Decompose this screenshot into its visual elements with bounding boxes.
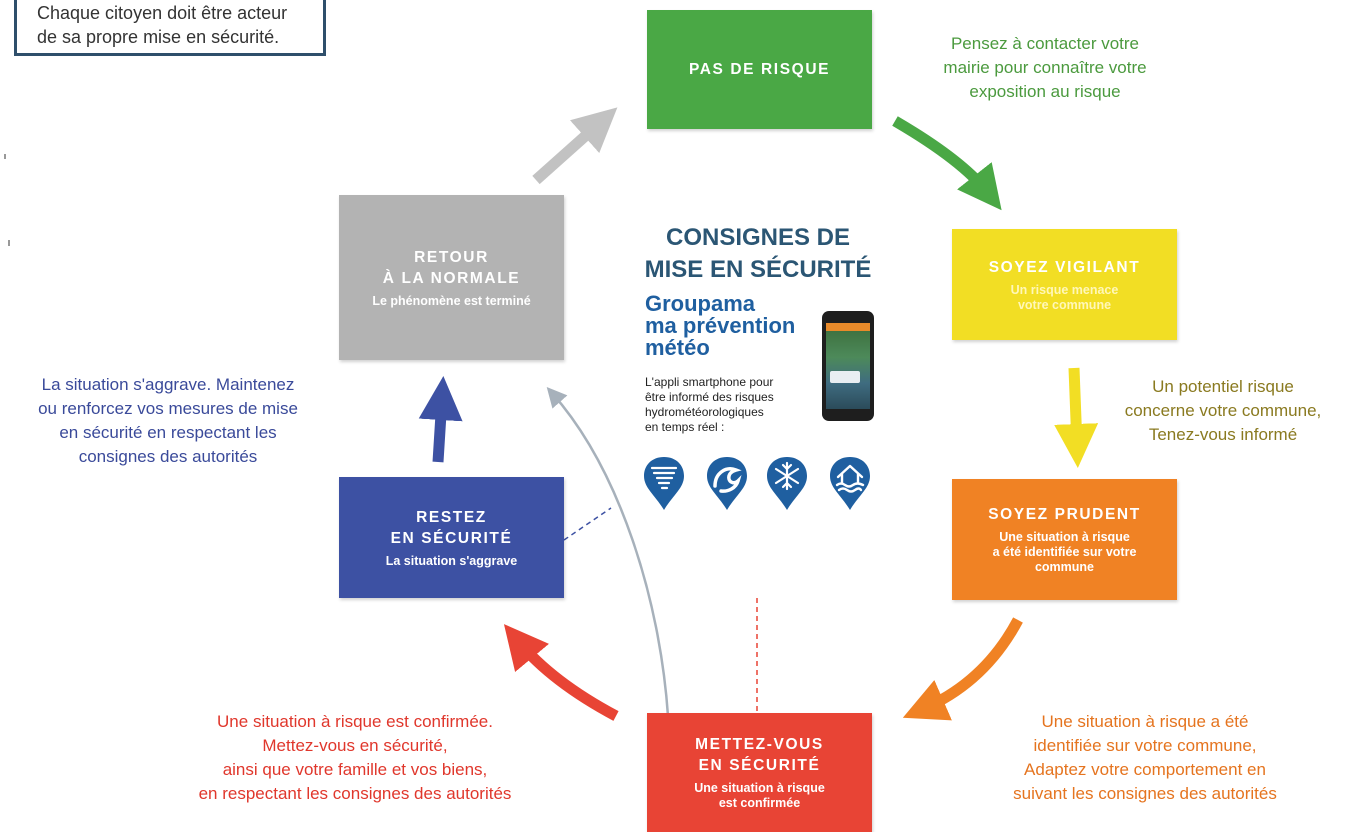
wave-icon	[707, 457, 747, 510]
step-title: RESTEZ EN SÉCURITÉ	[391, 507, 513, 549]
arrow-blue-to-grey	[418, 376, 463, 463]
note-line: en sécurité en respectant les	[59, 423, 277, 442]
note-line: ou renforcez vos mesures de mise	[38, 399, 298, 418]
step-subtitle-line: est confirmée	[718, 796, 801, 810]
step-title-line: À LA NORMALE	[382, 269, 521, 287]
step-subtitle-line: commune	[1034, 560, 1095, 574]
intro-line: de sa propre mise en sécurité.	[37, 27, 280, 47]
step-title-line: RESTEZ	[416, 508, 487, 526]
note-line: mairie pour connaître votre	[943, 58, 1147, 77]
center-title-line: MISE EN SÉCURITÉ	[644, 256, 872, 283]
note-line: Tenez-vous informé	[1148, 425, 1298, 444]
smartphone-app-bar	[826, 323, 870, 331]
app-name-line: Groupama	[645, 291, 756, 316]
snowflake-icon	[767, 457, 807, 510]
app-description-line: en temps réel :	[645, 420, 725, 434]
step-title: METTEZ-VOUS EN SÉCURITÉ	[695, 734, 824, 776]
step-subtitle: Un risque menace votre commune	[1011, 283, 1119, 313]
note-line: Une situation à risque est confirmée.	[217, 712, 493, 731]
app-name: Groupama ma prévention météo	[645, 293, 815, 359]
step-subtitle: Le phénomène est terminé	[372, 293, 531, 308]
note-blue: La situation s'aggrave. Maintenez ou ren…	[0, 373, 336, 469]
step-title: RETOUR À LA NORMALE	[383, 247, 520, 289]
step-title-line: EN SÉCURITÉ	[698, 757, 821, 774]
note-red: Une situation à risque est confirmée. Me…	[125, 710, 585, 806]
tornado-icon	[644, 457, 684, 510]
app-name-line: météo	[645, 335, 710, 360]
intro-line: Chaque citoyen doit être acteur	[37, 3, 288, 23]
note-line: Mettez-vous en sécurité,	[262, 736, 448, 755]
step-subtitle: La situation s'aggrave	[385, 553, 518, 568]
step-subtitle-line: Une situation à risque	[999, 530, 1130, 544]
app-description-line: L'appli smartphone pour	[645, 375, 774, 389]
arrow-red-to-blue	[503, 624, 619, 721]
app-name-line: ma prévention	[645, 313, 796, 338]
step-title-line: METTEZ-VOUS	[695, 736, 824, 753]
note-line: exposition au risque	[969, 82, 1121, 101]
step-subtitle: Une situation à risque est confirmée	[694, 781, 825, 811]
smartphone-card	[830, 371, 860, 383]
step-subtitle: Une situation à risque a été identifiée …	[993, 530, 1137, 575]
arrow-yellow-to-orange	[1054, 367, 1099, 468]
step-title-line: EN SÉCURITÉ	[390, 529, 513, 547]
note-line: ainsi que votre famille et vos biens,	[222, 760, 488, 779]
step-subtitle-line: Une situation à risque	[694, 781, 825, 795]
intro-box: Chaque citoyen doit être acteur de sa pr…	[14, 0, 326, 56]
note-yellow: Un potentiel risque concerne votre commu…	[1088, 375, 1358, 447]
note-line: Une situation à risque a été	[1041, 712, 1249, 731]
note-line: Adaptez votre comportement en	[1024, 760, 1266, 779]
step-title: SOYEZ VIGILANT	[988, 258, 1141, 276]
note-orange: Une situation à risque a été identifiée …	[960, 710, 1330, 806]
arrow-orange-to-red	[902, 617, 1023, 721]
smartphone-image	[822, 311, 874, 421]
step-subtitle-line: a été identifiée sur votre	[992, 545, 1137, 559]
step-soyez-prudent: SOYEZ PRUDENT Une situation à risque a é…	[952, 479, 1177, 600]
app-description-line: hydrométéorologiques	[645, 405, 764, 419]
step-soyez-vigilant: SOYEZ VIGILANT Un risque menace votre co…	[952, 229, 1177, 340]
app-description: L'appli smartphone pour être informé des…	[645, 375, 815, 435]
step-subtitle-line: votre commune	[1017, 297, 1112, 312]
center-title-line: CONSIGNES DE	[665, 224, 851, 251]
step-mettez-vous-en-securite: METTEZ-VOUS EN SÉCURITÉ Une situation à …	[647, 713, 872, 832]
note-line: Un potentiel risque	[1152, 377, 1294, 396]
step-retour-a-la-normale: RETOUR À LA NORMALE Le phénomène est ter…	[339, 195, 564, 360]
note-green: Pensez à contacter votre mairie pour con…	[890, 32, 1200, 104]
margin-mark	[8, 240, 10, 246]
note-line: en respectant les consignes des autorité…	[198, 784, 512, 803]
app-description-line: être informé des risques	[645, 390, 774, 404]
arrow-grey-to-green	[532, 107, 618, 185]
return-curve	[546, 387, 670, 717]
dashed-link-blue	[563, 507, 612, 541]
note-line: consignes des autorités	[78, 447, 258, 466]
step-pas-de-risque: PAS DE RISQUE	[647, 10, 872, 129]
step-title-line: RETOUR	[414, 248, 489, 266]
center-title: CONSIGNES DE MISE EN SÉCURITÉ	[633, 222, 883, 286]
note-line: concerne votre commune,	[1124, 401, 1322, 420]
margin-mark	[4, 154, 6, 159]
smartphone-screen	[826, 323, 870, 409]
step-title: SOYEZ PRUDENT	[988, 506, 1141, 523]
note-line: suivant les consignes des autorités	[1013, 784, 1277, 803]
step-subtitle-line: Un risque menace	[1010, 282, 1119, 297]
note-line: La situation s'aggrave. Maintenez	[41, 375, 295, 394]
note-line: Pensez à contacter votre	[950, 34, 1140, 53]
note-line: identifiée sur votre commune,	[1033, 736, 1257, 755]
step-title: PAS DE RISQUE	[688, 61, 831, 78]
arrow-green-to-yellow	[892, 116, 1002, 211]
step-restez-en-securite: RESTEZ EN SÉCURITÉ La situation s'aggrav…	[339, 477, 564, 598]
flood-house-icon	[830, 457, 870, 510]
